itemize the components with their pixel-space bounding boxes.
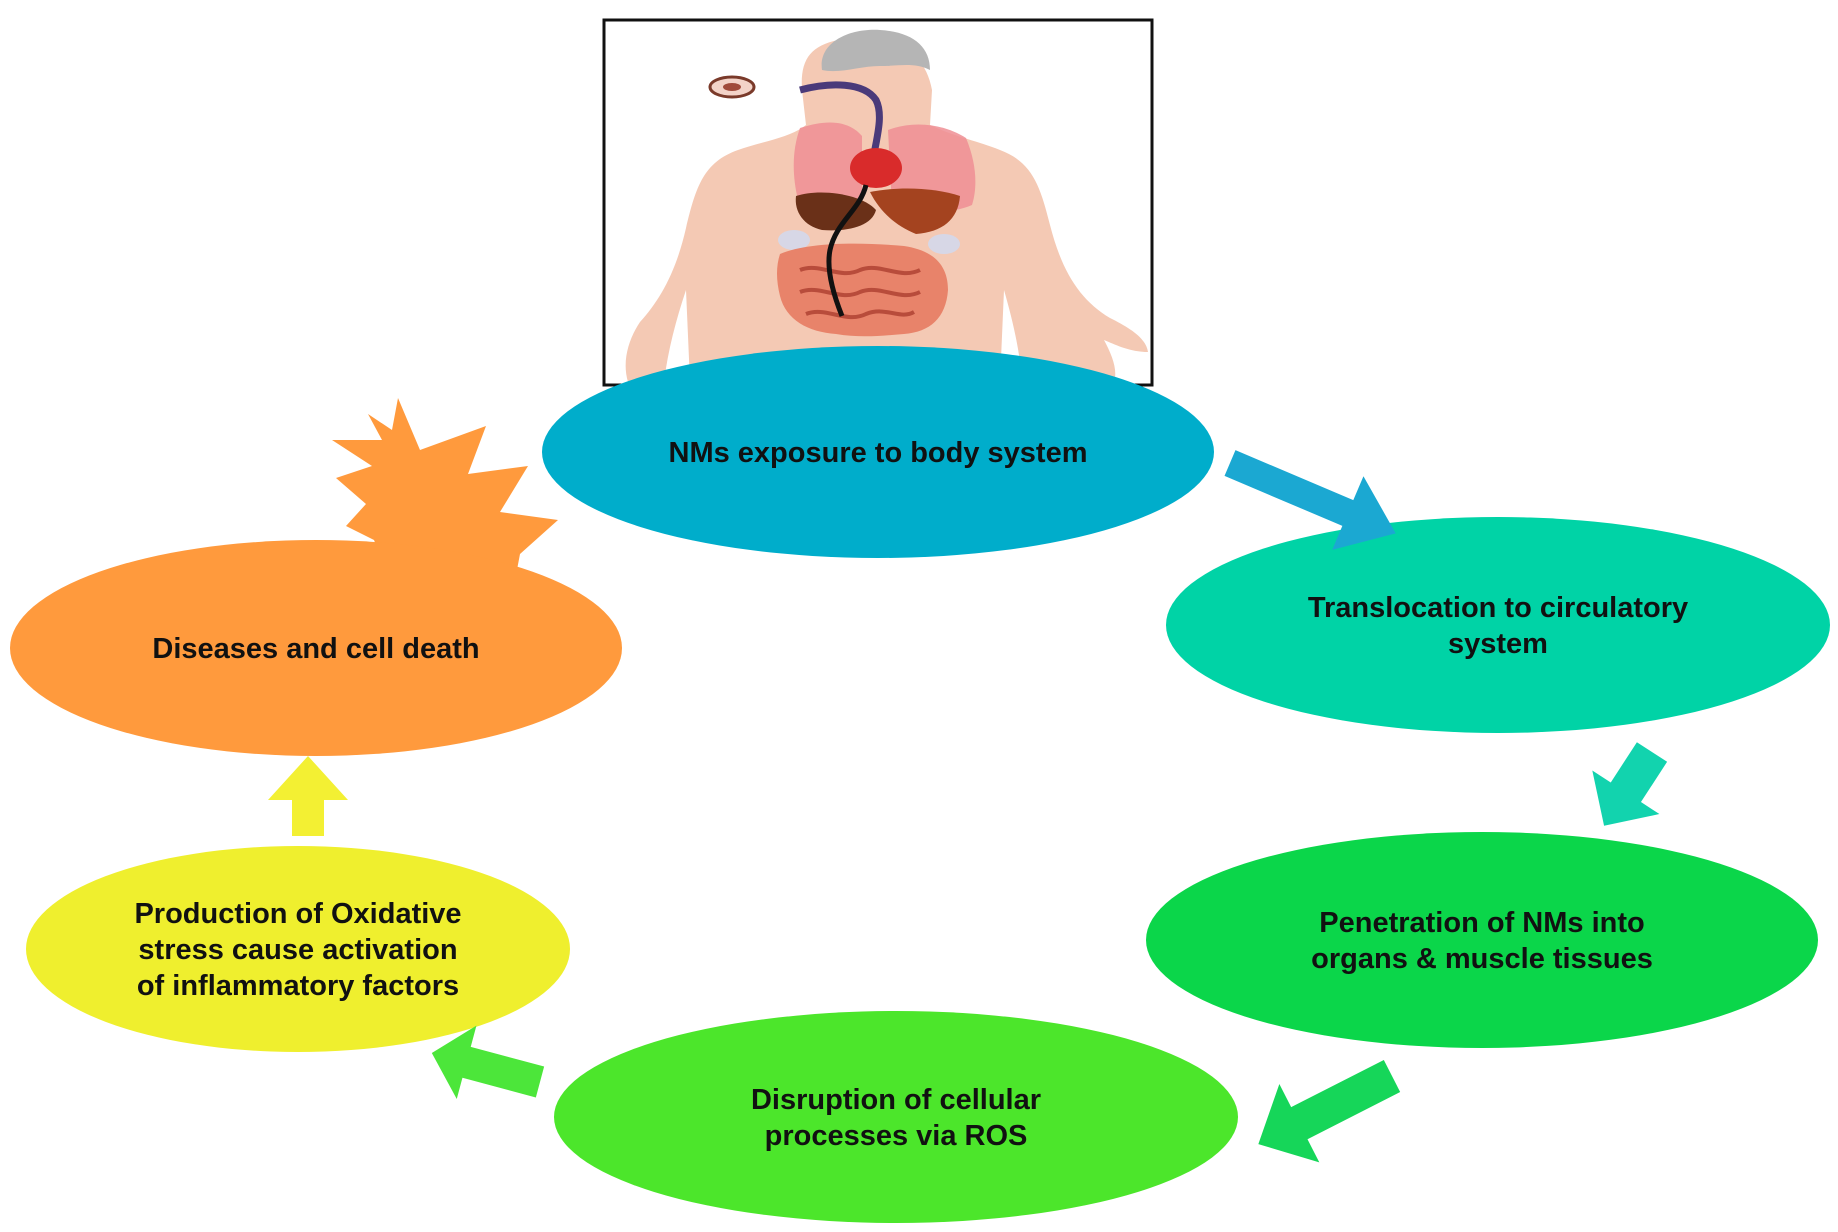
arrow-exposure-to-translocation — [1224, 450, 1396, 550]
node-oxidative: Production of Oxidative stress cause acti… — [26, 846, 570, 1052]
arrow-disruption-to-oxidative — [431, 1025, 545, 1100]
arrow-oxidative-to-diseases — [268, 756, 348, 836]
node-translocation: Translocation to circulatory system — [1166, 517, 1830, 733]
node-exposure-label: NMs exposure to body system — [669, 437, 1088, 469]
node-oxidative-label: Production of Oxidative stress cause acti… — [134, 898, 461, 1002]
label-line: organs & muscle tissues — [1311, 943, 1653, 975]
label-line: of inflammatory factors — [137, 970, 459, 1002]
label-line: NMs exposure to body system — [669, 437, 1088, 469]
node-exposure: NMs exposure to body system — [542, 346, 1214, 558]
node-disruption: Disruption of cellular processes via ROS — [554, 1011, 1238, 1223]
node-disruption-label: Disruption of cellular processes via ROS — [751, 1084, 1041, 1152]
node-diseases-label: Diseases and cell death — [152, 633, 479, 665]
label-line: Diseases and cell death — [152, 633, 479, 665]
label-line: stress cause activation — [138, 934, 457, 966]
human-body-organs-icon — [602, 18, 1154, 387]
label-line: Production of Oxidative — [134, 898, 461, 930]
node-penetration-label: Penetration of NMs into organs & muscle t… — [1311, 907, 1653, 975]
label-line: Translocation to circulatory — [1308, 592, 1688, 624]
arrow-penetration-to-disruption — [1258, 1059, 1401, 1163]
node-penetration: Penetration of NMs into organs & muscle t… — [1146, 832, 1818, 1048]
label-line: Disruption of cellular — [751, 1084, 1041, 1116]
label-line: system — [1448, 628, 1548, 660]
arrow-translocation-to-penetration — [1592, 742, 1668, 826]
node-translocation-label: Translocation to circulatory system — [1308, 592, 1688, 660]
label-line: Penetration of NMs into — [1319, 907, 1644, 939]
node-diseases: Diseases and cell death — [10, 540, 622, 756]
label-line: processes via ROS — [765, 1120, 1028, 1152]
